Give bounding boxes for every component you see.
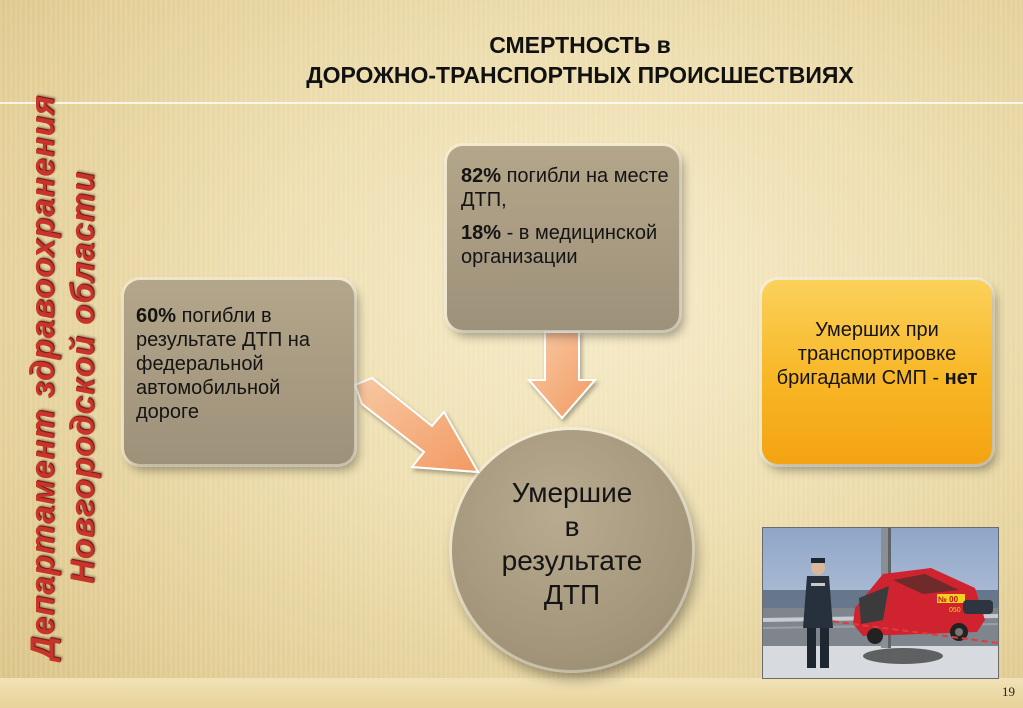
federal-road-text: погибли в результате ДТП на федеральной … — [136, 305, 310, 423]
on-site-text: погибли на месте ДТП, — [461, 165, 669, 211]
center-circle: Умершие в результате ДТП — [452, 430, 692, 670]
center-line-2: в — [564, 511, 580, 542]
page-number: 19 — [1002, 684, 1015, 699]
taxi-side-text: 050 — [949, 607, 961, 614]
medical-org-percent: 18% — [461, 222, 502, 244]
taxi-plate-text: № 00 — [938, 595, 959, 604]
ambulance-transport-answer: нет — [944, 367, 978, 389]
arrow-left-to-center — [353, 376, 480, 474]
medical-org-stat: 18% - в медицинской организации — [461, 221, 669, 269]
on-site-stat: 82% погибли на месте ДТП, — [461, 164, 669, 212]
slide-title: СМЕРТНОСТЬ в ДОРОЖНО-ТРАНСПОРТНЫХ ПРОИСШ… — [250, 30, 910, 90]
medical-org-text: - в медицинской организации — [461, 222, 658, 268]
center-line-3: результате — [501, 545, 643, 576]
title-line-2: ДОРОЖНО-ТРАНСПОРТНЫХ ПРОИСШЕСТВИЯХ — [306, 62, 854, 88]
on-site-percent: 82% — [461, 165, 502, 187]
crash-photo-illustration: № 00 050 — [763, 528, 998, 678]
federal-road-percent: 60% — [136, 305, 177, 327]
header-divider — [0, 102, 1023, 104]
crash-photo: № 00 050 — [762, 527, 999, 679]
center-line-1: Умершие — [511, 477, 633, 508]
ambulance-transport-box: Умерших при транспортировке бригадами СМ… — [762, 280, 992, 464]
title-line-1: СМЕРТНОСТЬ в — [489, 32, 671, 58]
center-line-4: ДТП — [543, 579, 601, 610]
footer-bar — [0, 678, 1023, 708]
arrow-top-to-center — [526, 331, 598, 420]
federal-road-box: 60% погибли в результате ДТП на федераль… — [124, 280, 354, 464]
ambulance-transport-text: Умерших при транспортировке бригадами СМ… — [776, 319, 957, 389]
place-of-death-box: 82% погибли на месте ДТП, 18% - в медици… — [447, 146, 679, 330]
